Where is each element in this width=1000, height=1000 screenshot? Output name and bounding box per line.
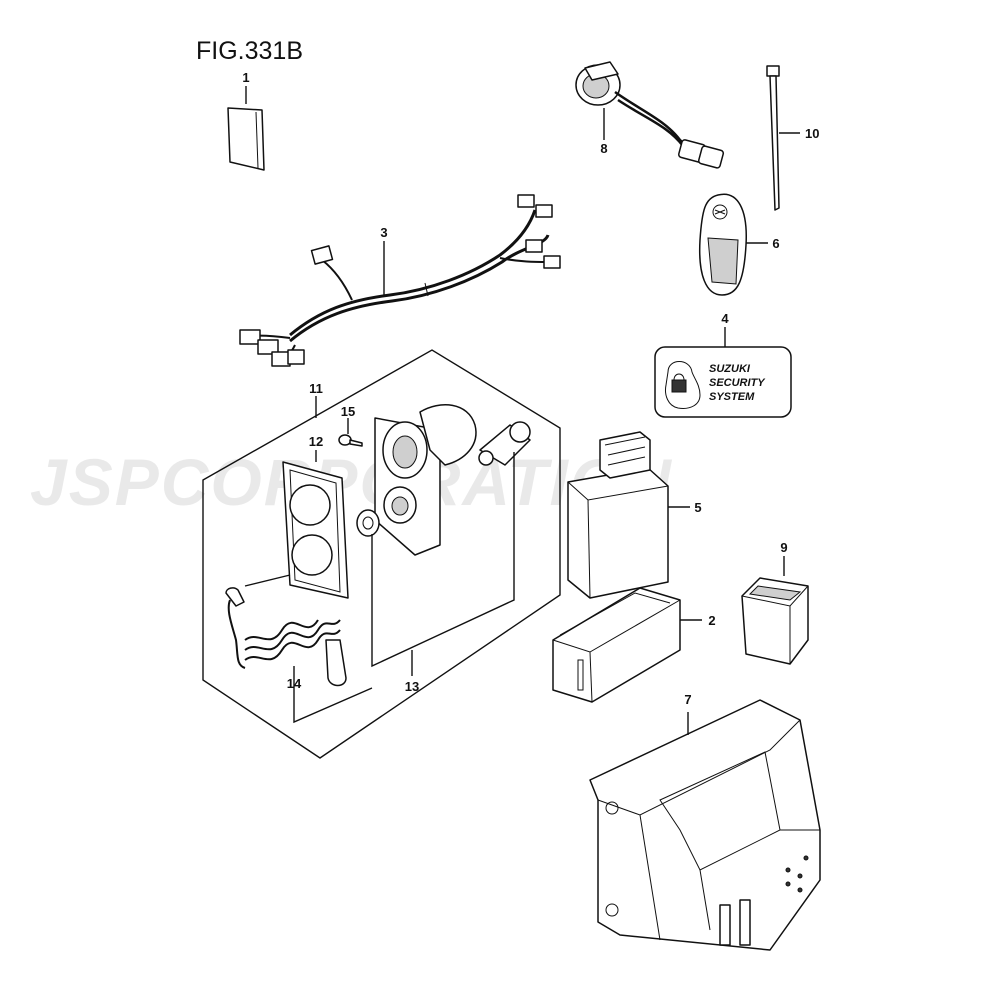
part-1-manual bbox=[227, 107, 265, 171]
part-13-switch-assembly bbox=[356, 404, 531, 556]
callout-3: 3 bbox=[380, 225, 387, 240]
callout-4: 4 bbox=[721, 311, 729, 326]
leader-13-bracket bbox=[371, 452, 515, 668]
part-3-wire-harness bbox=[239, 194, 561, 367]
leader-14-bracket bbox=[293, 666, 373, 724]
part-6-key-fob bbox=[698, 193, 747, 296]
callout-15: 15 bbox=[341, 404, 355, 419]
decal-line-2: SECURITY bbox=[709, 377, 766, 389]
part-5-control-module bbox=[567, 431, 669, 599]
callout-13: 13 bbox=[405, 679, 419, 694]
watermark-text: JSPCORPORATION bbox=[30, 445, 673, 519]
part-4-security-decal: SUZUKI SECURITY SYSTEM bbox=[654, 346, 792, 418]
decal-line-1: SUZUKI bbox=[709, 363, 751, 375]
figure-title: FIG.331B bbox=[196, 37, 303, 65]
part-15-screw bbox=[338, 434, 363, 447]
part-2-holder-case bbox=[552, 587, 681, 703]
part-7-cover-housing bbox=[589, 699, 821, 951]
part-14-lanyard bbox=[225, 574, 347, 687]
part-9-relay bbox=[741, 577, 809, 665]
assembly-box-11 bbox=[202, 349, 561, 759]
decal-line-3: SYSTEM bbox=[709, 391, 755, 403]
part-8-antenna-coil bbox=[575, 61, 725, 169]
callout-10: 10 bbox=[805, 126, 819, 141]
callout-9: 9 bbox=[780, 540, 787, 555]
part-12-switch-panel bbox=[282, 461, 349, 599]
callout-12: 12 bbox=[309, 434, 323, 449]
callout-7: 7 bbox=[684, 692, 691, 707]
part-10-cable-tie bbox=[766, 65, 780, 211]
callout-6: 6 bbox=[772, 236, 779, 251]
callout-8: 8 bbox=[600, 141, 607, 156]
callout-1: 1 bbox=[242, 70, 249, 85]
callout-14: 14 bbox=[287, 676, 302, 691]
callout-11: 11 bbox=[309, 381, 323, 396]
callout-2: 2 bbox=[708, 613, 715, 628]
callout-5: 5 bbox=[694, 500, 701, 515]
